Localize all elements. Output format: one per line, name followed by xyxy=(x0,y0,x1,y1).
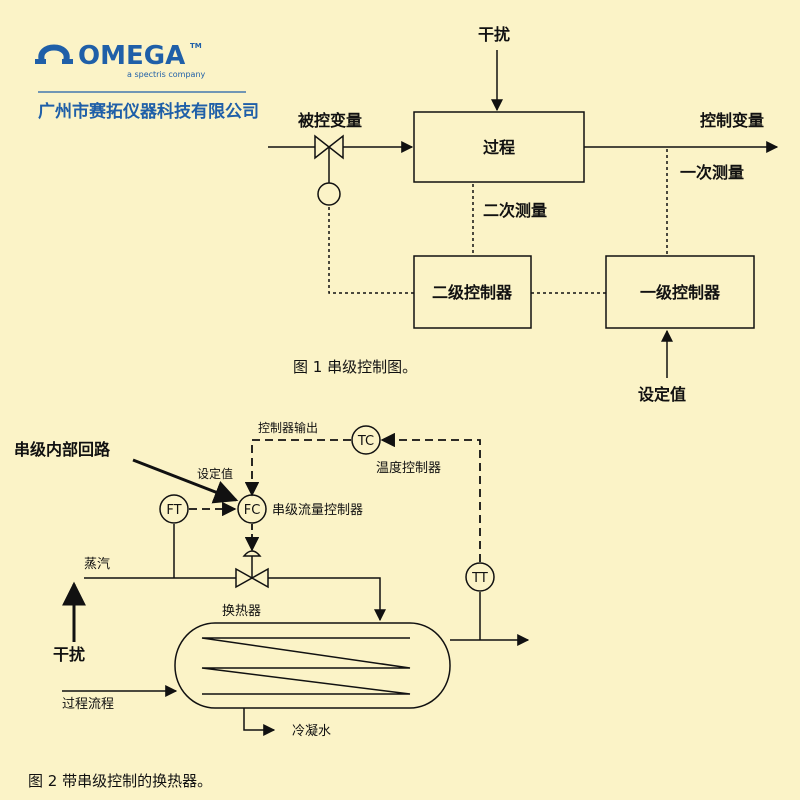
logo-wordmark: OMEGA xyxy=(78,41,185,71)
fig1-caption: 图 1 串级控制图。 xyxy=(293,358,417,376)
fig2-tc-label: TC xyxy=(357,434,374,449)
fig1-controlled-var-label: 被控变量 xyxy=(298,111,362,130)
fig1-process-label: 过程 xyxy=(483,138,515,157)
figure-1: 干扰 过程 被控变量 控制变量 一次测量 二次测量 二级控制器 一级控制器 xyxy=(268,25,779,404)
fig1-primary-measure-label: 一次测量 xyxy=(680,163,744,182)
fig2-control-valve-icon xyxy=(235,550,269,589)
company-name: 广州市赛拓仪器科技有限公司 xyxy=(38,101,259,122)
fig2-temp-controller-label: 温度控制器 xyxy=(376,460,441,476)
fig2-condensate-arrow xyxy=(243,708,276,736)
fig2-ft-label: FT xyxy=(166,503,181,518)
figure-2: 控制器输出 TC 温度控制器 串级内部回路 设定值 FT FC 串级流量控制器 … xyxy=(14,420,530,790)
fig2-inner-loop-arrow xyxy=(132,458,239,504)
fig1-manipulated-var-label: 控制变量 xyxy=(700,111,764,130)
fig2-cascade-flow-controller-label: 串级流量控制器 xyxy=(272,503,363,518)
fig1-primary-controller-label: 一级控制器 xyxy=(640,283,721,302)
fig1-valve-icon xyxy=(314,134,344,206)
fig1-secondary-controller-label: 二级控制器 xyxy=(432,283,513,302)
fig2-heat-exchanger-label: 换热器 xyxy=(222,604,261,619)
fig1-disturbance-label: 干扰 xyxy=(478,25,510,44)
fig2-tt-to-tc-line xyxy=(380,432,481,562)
fig2-controller-output-line xyxy=(244,439,351,497)
fig1-secondary-measure-label: 二次测量 xyxy=(483,201,547,220)
logo-tagline: a spectris company xyxy=(127,70,206,79)
logo-trademark: TM xyxy=(190,42,202,50)
fig2-disturbance-label: 干扰 xyxy=(53,645,85,664)
fig1-primary-controller-box xyxy=(605,255,755,329)
fig2-steam-to-exchanger-line xyxy=(268,577,386,622)
fig2-process-flow-label: 过程流程 xyxy=(62,697,114,712)
fig2-heat-exchanger-shell xyxy=(174,622,451,709)
fig2-inner-loop-label: 串级内部回路 xyxy=(14,440,111,459)
omega-symbol-icon xyxy=(35,44,73,64)
fig2-steam-label: 蒸汽 xyxy=(84,557,110,572)
fig2-controller-output-label: 控制器输出 xyxy=(258,420,318,435)
fig2-fc-circle xyxy=(237,494,267,524)
fig2-heat-exchanger-coil xyxy=(201,637,411,695)
fig2-tc-circle xyxy=(351,425,381,455)
fig1-valve-link xyxy=(328,206,414,294)
fig2-setpoint-label: 设定值 xyxy=(197,466,233,481)
fig2-tt-label: TT xyxy=(471,571,488,586)
fig1-secondary-controller-box xyxy=(413,255,532,329)
fig2-tt-circle xyxy=(465,562,495,592)
fig1-setpoint-label: 设定值 xyxy=(638,385,686,404)
brand-logo: OMEGA TM a spectris company xyxy=(35,41,206,79)
fig2-condensate-label: 冷凝水 xyxy=(292,723,331,739)
fig2-ft-circle xyxy=(159,494,189,524)
fig2-fc-label: FC xyxy=(244,503,261,518)
fig2-caption: 图 2 带串级控制的换热器。 xyxy=(28,772,212,790)
